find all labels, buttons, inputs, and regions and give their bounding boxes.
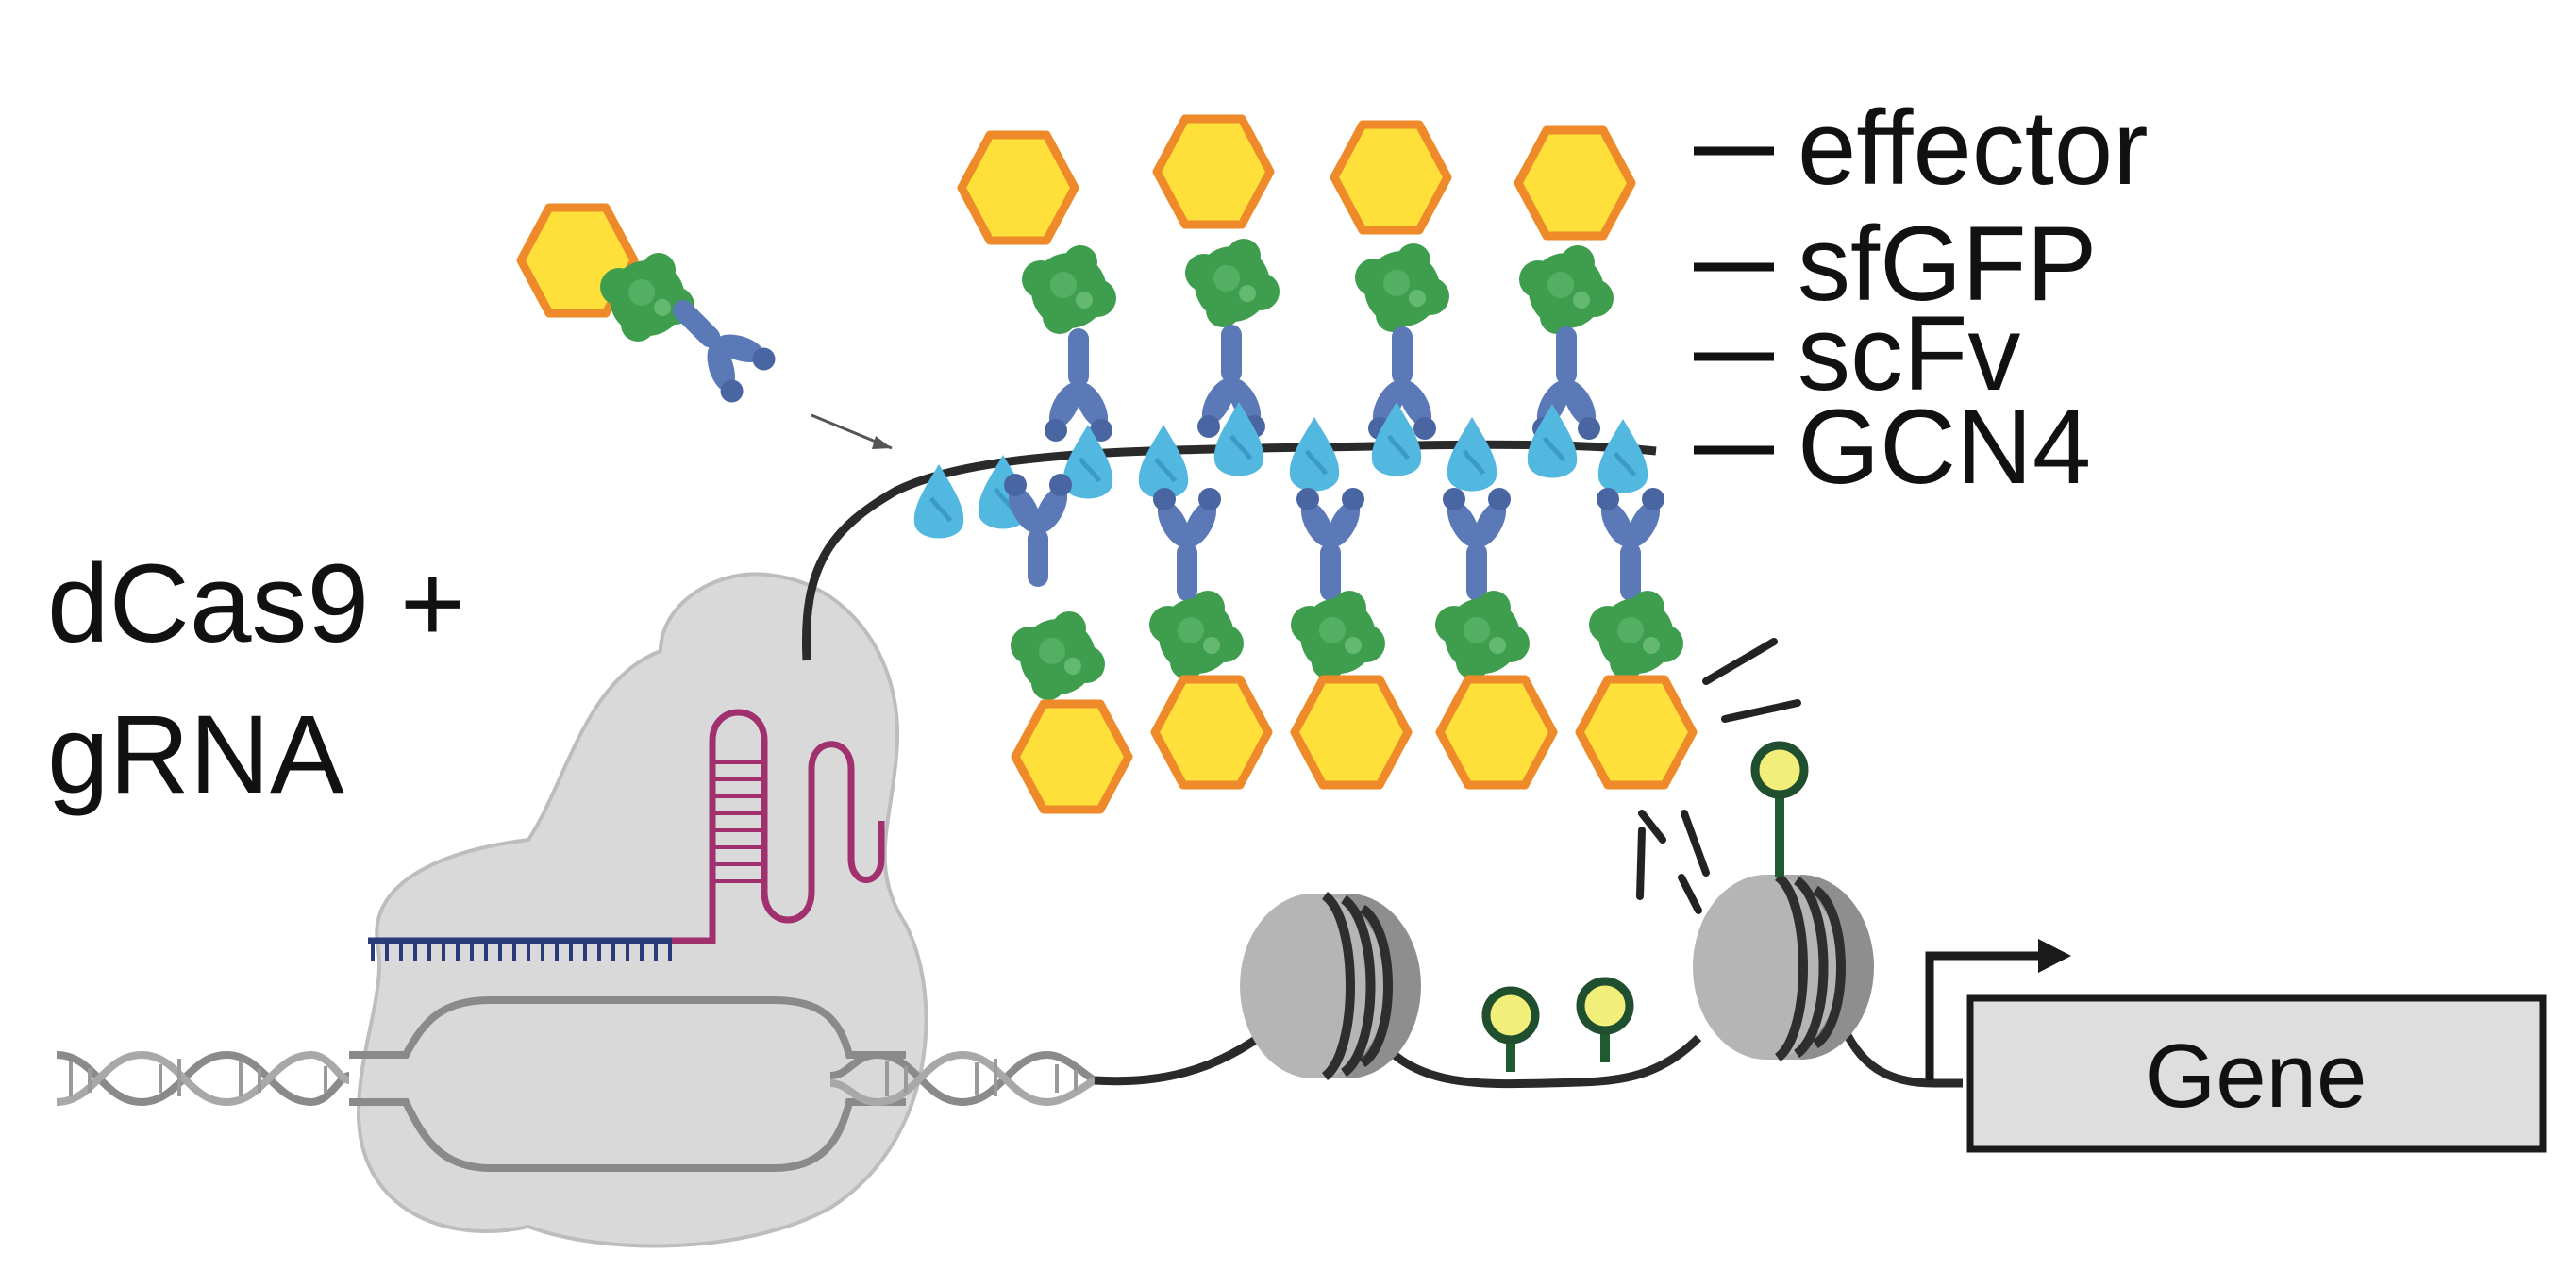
fusion-lower-2	[1149, 488, 1268, 785]
fusion-lower-3	[1291, 488, 1408, 785]
hexagon-icon	[1440, 679, 1553, 785]
fusion-lower-5	[1580, 488, 1693, 785]
legend: effector sfGFP scFv GCN4	[1694, 89, 2149, 506]
legend-item-scfv: scFv	[1694, 294, 2020, 412]
nucleosome-icon	[1240, 894, 1421, 1078]
activity-rays	[1636, 638, 1801, 914]
gfp-blob-icon	[1519, 245, 1614, 334]
lollipop-mark-icon	[1486, 991, 1535, 1072]
legend-item-gcn4: GCN4	[1694, 388, 2091, 506]
gfp-blob-icon	[1022, 245, 1116, 334]
gene-box: Gene	[1966, 994, 2547, 1153]
antibody-icon	[1440, 488, 1514, 601]
fusion-upper-4	[1518, 130, 1631, 440]
dcas9-body	[356, 572, 928, 1248]
antibody-icon	[1042, 328, 1115, 442]
legend-item-effector: effector	[1694, 89, 2149, 207]
fusion-lower-4	[1435, 488, 1553, 785]
gfp-blob-icon	[1355, 243, 1449, 332]
dna-helix-left	[56, 1050, 351, 1107]
peptide-drop-icon	[1528, 404, 1577, 478]
antibody-icon	[1001, 474, 1075, 587]
gfp-blob-icon	[1435, 591, 1530, 679]
dna-helix-right	[829, 1050, 1097, 1107]
antibody-icon	[1294, 488, 1367, 601]
free-effector-fusion	[521, 208, 781, 409]
peptide-drop-icon	[914, 464, 963, 539]
dcas9-complex	[349, 572, 928, 1248]
hexagon-icon	[1015, 704, 1129, 810]
gfp-blob-icon	[1589, 591, 1683, 679]
grna-scaffold	[672, 709, 885, 944]
bent-arrow-icon	[1925, 939, 2071, 1080]
gene-label: Gene	[2146, 1026, 2367, 1127]
hexagon-icon	[1334, 125, 1447, 230]
dna-strand-top	[349, 996, 906, 1059]
hexagon-icon	[1580, 679, 1693, 785]
hexagon-icon	[1518, 130, 1631, 236]
legend-label-gcn4: GCN4	[1798, 388, 2091, 506]
upper-row	[962, 119, 1631, 442]
legend-item-sfgfp: sfGFP	[1694, 205, 2097, 323]
gfp-blob-icon	[1149, 591, 1244, 679]
peptide-drop-icon	[1598, 419, 1648, 493]
dcas9-label-line1: dCas9 +	[47, 542, 465, 666]
hexagon-icon	[1157, 119, 1270, 225]
peptide-drop-icon	[1290, 417, 1339, 492]
peptide-drop-icon	[1447, 417, 1497, 492]
legend-label-effector: effector	[1798, 89, 2149, 207]
gfp-blob-icon	[1011, 611, 1105, 700]
nucleosome-icon	[1693, 875, 1874, 1060]
fusion-upper-2	[1157, 119, 1280, 438]
gfp-blob-icon	[1185, 239, 1280, 327]
legend-label-sfgfp: sfGFP	[1798, 205, 2097, 323]
gfp-blob-icon	[1291, 591, 1385, 679]
grna-spacer	[368, 937, 672, 961]
binding-arrow-icon	[811, 413, 893, 450]
lower-row	[1001, 474, 1693, 810]
antibody-icon	[1150, 488, 1224, 601]
peptide-drop-icon	[1139, 425, 1188, 499]
dcas9-label-line2: gRNA	[47, 693, 344, 817]
lollipop-mark-icon	[1581, 981, 1630, 1062]
antibody-icon	[1594, 488, 1667, 601]
lollipop-mark-icon	[1755, 745, 1804, 827]
hexagon-icon	[962, 135, 1075, 241]
legend-label-scfv: scFv	[1798, 294, 2020, 412]
hexagon-icon	[1155, 679, 1268, 785]
dna-strand-bottom	[349, 1098, 906, 1172]
fusion-lower-1	[1001, 474, 1129, 810]
fusion-upper-3	[1334, 125, 1449, 440]
fusion-upper-1	[962, 135, 1116, 442]
hexagon-icon	[1295, 679, 1408, 785]
